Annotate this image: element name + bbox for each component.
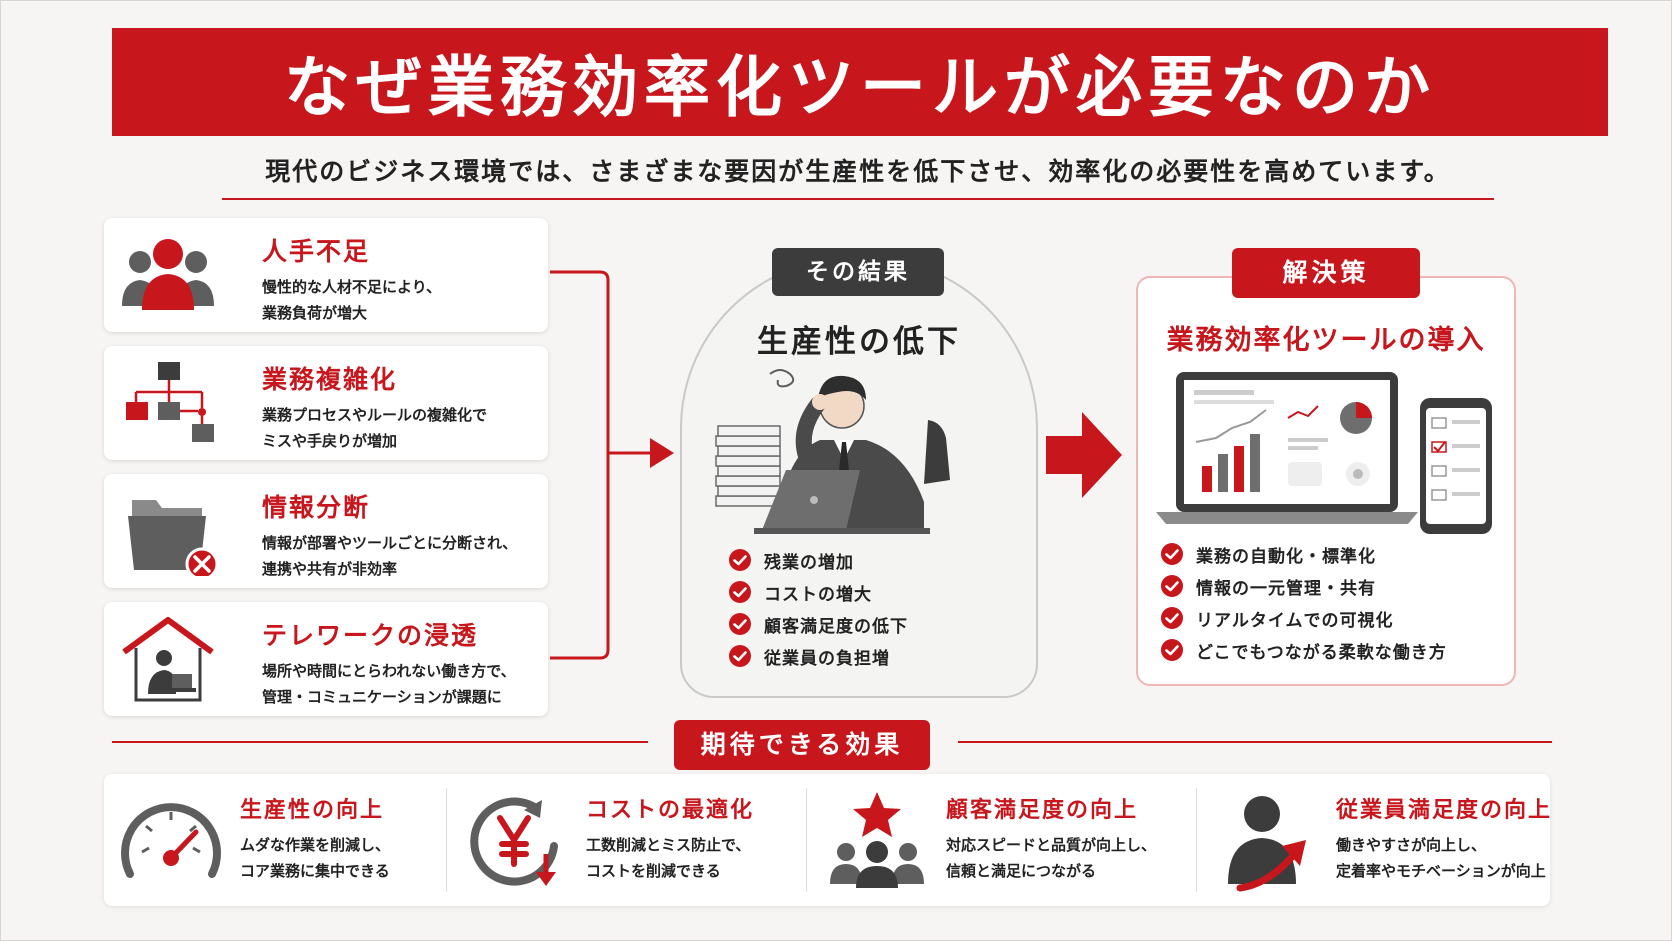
- result-item: 従業員の負担増: [728, 640, 908, 672]
- result-item: 顧客満足度の低下: [728, 608, 908, 640]
- stressed-worker-illustration: [715, 369, 950, 534]
- solution-tag: 解決策: [1232, 248, 1420, 298]
- result-tag: その結果: [772, 248, 944, 296]
- check-circle-icon: [1161, 543, 1183, 565]
- cause-desc-line: 業務プロセスやルールの複雑化で: [262, 406, 488, 424]
- arrow-right-icon: [1046, 412, 1122, 498]
- result-title: 生産性の低下: [757, 324, 961, 360]
- check-circle-icon: [729, 549, 751, 571]
- cause-desc: 情報が部署やツールごとに分断され、 連携や共有が非効率: [262, 530, 542, 582]
- cause-title: 業務複雑化: [262, 365, 398, 394]
- solution-item: 業務の自動化・標準化: [1160, 538, 1447, 570]
- employee-growth-icon: [1228, 796, 1306, 892]
- cause-desc: 慢性的な人材不足により、 業務負荷が増大: [262, 274, 542, 326]
- cause-desc-line: 連携や共有が非効率: [262, 560, 398, 578]
- cause-title: テレワークの浸透: [262, 621, 479, 650]
- check-circle-icon: [1161, 607, 1183, 629]
- result-item: 残業の増加: [728, 544, 908, 576]
- effect-desc-line: コストを削減できる: [586, 862, 721, 880]
- effects-divider-left: [112, 741, 648, 743]
- check-circle-icon: [1161, 575, 1183, 597]
- effect-desc-line: 対応スピードと品質が向上し、: [946, 836, 1157, 854]
- effect-desc-line: 働きやすさが向上し、: [1336, 836, 1487, 854]
- effect-customer-satisfaction: 顧客満足度の向上 対応スピードと品質が向上し、 信頼と満足につながる: [810, 774, 1170, 906]
- effect-desc-line: ムダな作業を削減し、: [240, 836, 391, 854]
- solution-list: 業務の自動化・標準化 情報の一元管理・共有 リアルタイムでの可視化 どこでもつな…: [1160, 538, 1447, 666]
- check-circle-icon: [729, 645, 751, 667]
- flowchart-icon: [126, 362, 214, 442]
- effect-title: 生産性の向上: [240, 798, 385, 823]
- check-circle-icon: [1161, 639, 1183, 661]
- effect-divider: [446, 788, 447, 892]
- yen-down-icon: [470, 797, 558, 886]
- cause-desc-line: 業務負荷が増大: [262, 304, 368, 322]
- effects-panel: 生産性の向上 ムダな作業を削減し、 コア業務に集中できる コストの最適化 工数削…: [104, 774, 1550, 906]
- cause-title: 人手不足: [262, 237, 371, 266]
- cause-desc-line: 管理・コミュニケーションが課題に: [262, 688, 502, 706]
- effect-divider: [1196, 788, 1197, 892]
- solution-item-label: 情報の一元管理・共有: [1196, 578, 1376, 599]
- effect-desc-line: 信頼と満足につながる: [946, 862, 1097, 880]
- solution-item-label: どこでもつながる柔軟な働き方: [1196, 642, 1447, 663]
- effects-divider-right: [958, 741, 1552, 743]
- folder-error-icon: [128, 500, 218, 576]
- effects-tag: 期待できる効果: [674, 720, 930, 770]
- home-work-icon: [122, 617, 214, 702]
- effect-cost: コストの最適化 工数削減とミス防止で、 コストを削減できる: [450, 774, 810, 906]
- cause-desc-line: 情報が部署やツールごとに分断され、: [262, 534, 518, 552]
- result-item-label: 従業員の負担増: [764, 648, 890, 669]
- effect-desc: 働きやすさが向上し、 定着率やモチベーションが向上: [1336, 832, 1566, 884]
- solution-title: 業務効率化ツールの導入: [1166, 325, 1486, 356]
- cause-card-complexity: 業務複雑化 業務プロセスやルールの複雑化で ミスや手戻りが増加: [104, 346, 548, 460]
- effect-employee-satisfaction: 従業員満足度の向上 働きやすさが向上し、 定着率やモチベーションが向上: [1200, 774, 1560, 906]
- cause-desc: 場所や時間にとらわれない働き方で、 管理・コミュニケーションが課題に: [262, 658, 542, 710]
- cause-card-telework: テレワークの浸透 場所や時間にとらわれない働き方で、 管理・コミュニケーションが…: [104, 602, 548, 716]
- speedometer-icon: [121, 803, 221, 878]
- solution-item-label: リアルタイムでの可視化: [1196, 610, 1394, 631]
- effect-title: コストの最適化: [586, 798, 755, 823]
- result-item: コストの増大: [728, 576, 908, 608]
- page-title: なぜ業務効率化ツールが必要なのか: [284, 48, 1436, 126]
- effect-desc: 工数削減とミス防止で、 コストを削減できる: [586, 832, 816, 884]
- effect-divider: [806, 788, 807, 892]
- result-item-label: コストの増大: [764, 584, 872, 605]
- cause-desc-line: 場所や時間にとらわれない働き方で、: [262, 662, 516, 680]
- effect-desc: 対応スピードと品質が向上し、 信頼と満足につながる: [946, 832, 1176, 884]
- result-item-label: 顧客満足度の低下: [764, 616, 908, 637]
- laptop-phone-dashboard-illustration: [1156, 372, 1492, 534]
- effect-title: 従業員満足度の向上: [1336, 798, 1553, 823]
- effect-productivity: 生産性の向上 ムダな作業を削減し、 コア業務に集中できる: [104, 774, 464, 906]
- cause-title: 情報分断: [262, 493, 371, 522]
- people-icon: [122, 239, 214, 310]
- result-item-label: 残業の増加: [764, 552, 854, 573]
- solution-item: どこでもつながる柔軟な働き方: [1160, 634, 1447, 666]
- effect-title: 顧客満足度の向上: [946, 798, 1139, 823]
- customers-star-icon: [830, 792, 924, 888]
- cause-desc-line: ミスや手戻りが増加: [262, 432, 398, 450]
- solution-item: リアルタイムでの可視化: [1160, 602, 1447, 634]
- cause-desc: 業務プロセスやルールの複雑化で ミスや手戻りが増加: [262, 402, 542, 454]
- solution-item: 情報の一元管理・共有: [1160, 570, 1447, 602]
- effect-desc: ムダな作業を削減し、 コア業務に集中できる: [240, 832, 470, 884]
- effect-desc-line: 定着率やモチベーションが向上: [1336, 862, 1546, 880]
- effect-desc-line: コア業務に集中できる: [240, 862, 390, 880]
- check-circle-icon: [729, 613, 751, 635]
- cause-card-info-silo: 情報分断 情報が部署やツールごとに分断され、 連携や共有が非効率: [104, 474, 548, 588]
- solution-item-label: 業務の自動化・標準化: [1196, 546, 1376, 567]
- cause-bracket-connector: [550, 270, 674, 660]
- cause-card-staff-shortage: 人手不足 慢性的な人材不足により、 業務負荷が増大: [104, 218, 548, 332]
- cause-desc-line: 慢性的な人材不足により、: [262, 278, 442, 296]
- page-subtitle: 現代のビジネス環境では、さまざまな要因が生産性を低下させ、効率化の必要性を高めて…: [222, 152, 1494, 200]
- title-banner: なぜ業務効率化ツールが必要なのか: [112, 28, 1608, 136]
- result-list: 残業の増加 コストの増大 顧客満足度の低下 従業員の負担増: [728, 544, 908, 672]
- effect-desc-line: 工数削減とミス防止で、: [586, 836, 751, 854]
- check-circle-icon: [729, 581, 751, 603]
